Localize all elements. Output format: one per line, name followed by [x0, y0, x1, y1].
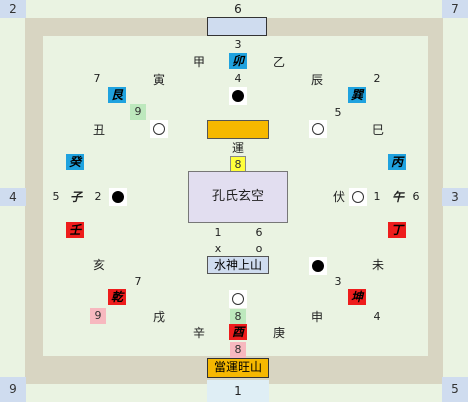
- top-bar: [207, 17, 267, 36]
- trigram-ding[interactable]: 丁: [388, 222, 406, 238]
- corner-bottom-right: 5: [442, 377, 468, 402]
- trigram-zi[interactable]: 子: [69, 190, 82, 204]
- branch-chou: 丑: [92, 123, 105, 137]
- mountain-yin: 寅: [152, 73, 165, 87]
- trigram-wu[interactable]: 午: [391, 190, 404, 204]
- branch-hai: 亥: [92, 258, 105, 272]
- mid-top-number: 4: [234, 72, 242, 85]
- yun-number: 8: [230, 156, 246, 172]
- fu-label: 伏: [332, 190, 345, 204]
- trigram-qian[interactable]: 乾: [108, 289, 126, 305]
- corner-mid-left: 4: [0, 188, 26, 206]
- trigram-ren[interactable]: 壬: [66, 222, 84, 238]
- mountain-chen: 辰: [310, 73, 323, 87]
- upper-right-number2: 5: [334, 106, 342, 119]
- mountain-jia: 甲: [192, 55, 205, 69]
- branch-si: 巳: [371, 123, 384, 137]
- top-number: 3: [234, 38, 242, 51]
- trigram-kun[interactable]: 坤: [348, 289, 366, 305]
- right-number-b: 6: [412, 190, 420, 203]
- white-circle: [352, 191, 364, 203]
- corner-mid-right: 3: [442, 188, 468, 206]
- right-number-a: 1: [373, 190, 381, 203]
- mountain-geng: 庚: [272, 326, 285, 340]
- corner-bottom-left: 9: [0, 377, 26, 402]
- white-circle: [312, 123, 324, 135]
- left-number-a: 5: [52, 190, 60, 203]
- edge-bottom-number: 1: [234, 384, 242, 398]
- mountain-xin: 辛: [192, 326, 205, 340]
- mountain-shen: 申: [310, 310, 323, 324]
- edge-top-number: 6: [234, 2, 242, 16]
- mountain-yi: 乙: [272, 55, 285, 69]
- upper-left-chip: 9: [130, 104, 146, 120]
- below-center-n2: 6: [255, 226, 263, 239]
- black-dot: [312, 260, 324, 272]
- black-dot: [232, 90, 244, 102]
- corner-top-left: 2: [0, 0, 26, 18]
- upper-left-number: 7: [93, 72, 101, 85]
- mountain-xu: 戌: [152, 310, 165, 324]
- trigram-gui[interactable]: 癸: [66, 154, 84, 170]
- black-dot: [112, 191, 124, 203]
- bottom-cell: [207, 380, 269, 402]
- trigram-gen[interactable]: 艮: [108, 87, 126, 103]
- left-number-b: 2: [94, 190, 102, 203]
- lower-right-number2: 4: [373, 310, 381, 323]
- below-center-n1: 1: [214, 226, 222, 239]
- center-box: 孔氏玄空: [188, 171, 288, 223]
- trigram-you[interactable]: 酉: [229, 324, 247, 340]
- lower-left-chip: 9: [90, 308, 106, 324]
- bottom-chip-top: 8: [230, 309, 246, 325]
- bottom-chip-bottom: 8: [230, 342, 246, 358]
- prosperous-mountain-label: 當運旺山: [207, 358, 269, 378]
- white-circle: [232, 293, 244, 305]
- yun-label: 運: [231, 141, 244, 155]
- white-circle: [153, 123, 165, 135]
- upper-right-number: 2: [373, 72, 381, 85]
- corner-top-right: 7: [442, 0, 468, 18]
- trigram-bing[interactable]: 丙: [388, 154, 406, 170]
- below-center-o: o: [255, 242, 263, 255]
- below-center-x: x: [214, 242, 222, 255]
- water-mountain-label: 水神上山: [207, 256, 269, 274]
- trigram-mao[interactable]: 卯: [229, 53, 247, 69]
- branch-wei: 未: [371, 258, 384, 272]
- lower-right-number: 3: [334, 275, 342, 288]
- lower-left-number: 7: [134, 275, 142, 288]
- trigram-xun[interactable]: 巽: [348, 87, 366, 103]
- gold-bar: [207, 120, 269, 139]
